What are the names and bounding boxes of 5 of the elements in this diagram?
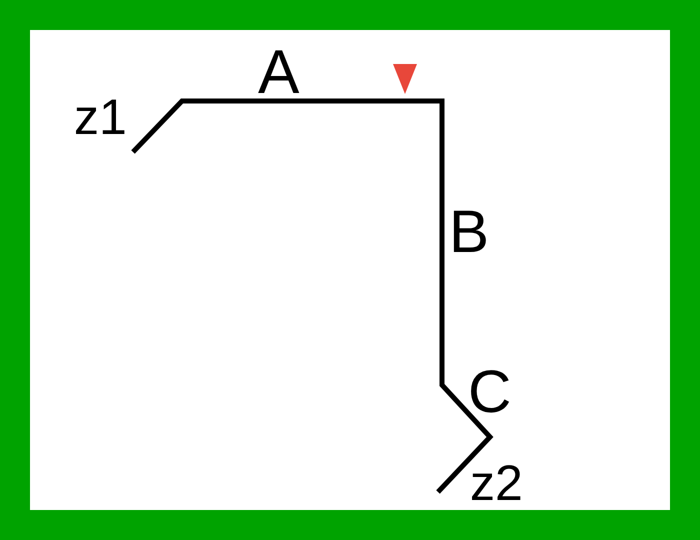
part-label: A [258, 42, 300, 104]
part-label: z2 [470, 458, 523, 508]
part-label: B [449, 202, 490, 262]
part-label: z1 [74, 92, 127, 142]
part-label: C [468, 362, 512, 422]
